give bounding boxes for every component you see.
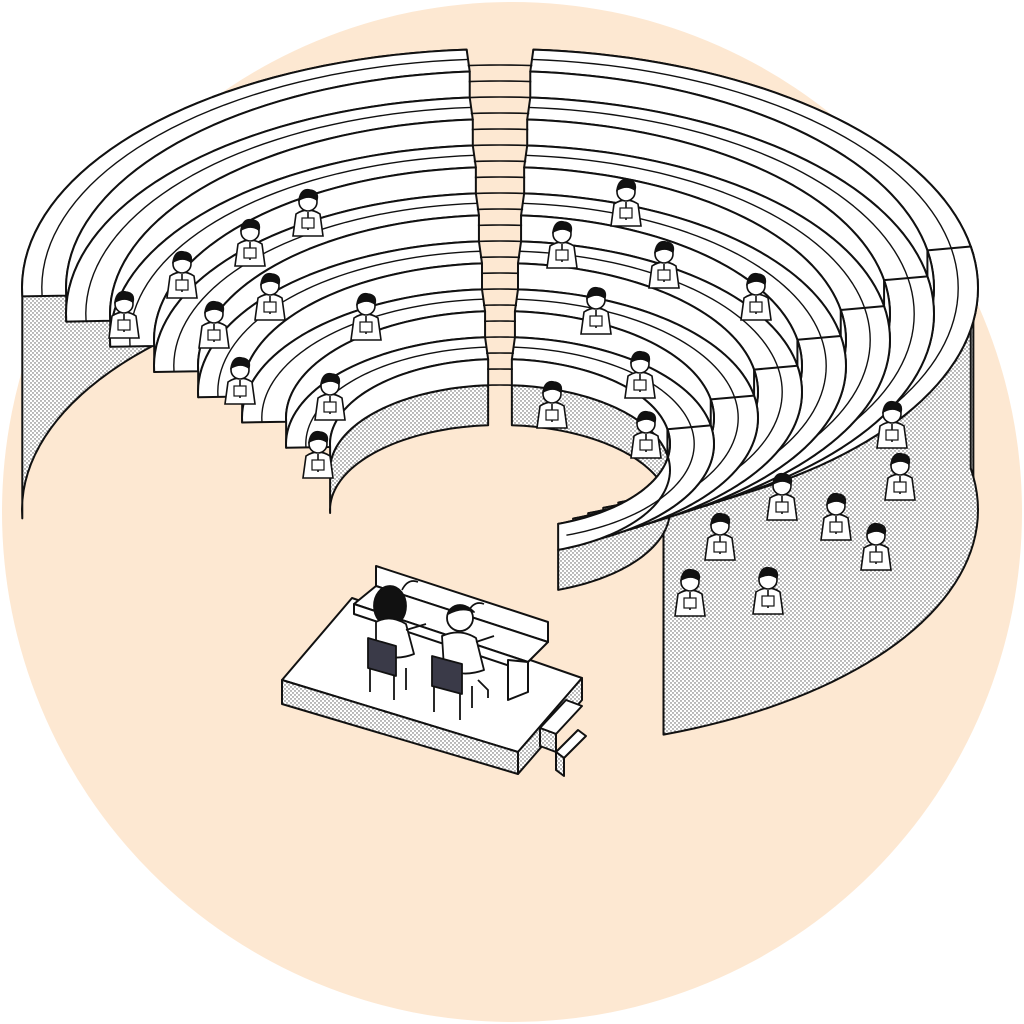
person-icon (224, 356, 256, 405)
person-icon (198, 300, 230, 349)
bench (525, 154, 868, 315)
bench (129, 154, 475, 347)
stage-step-2-front (555, 751, 565, 777)
person-icon (630, 410, 662, 459)
bench (217, 250, 481, 397)
stair-step (467, 64, 533, 67)
person-icon (292, 188, 324, 237)
bench (305, 346, 487, 448)
person-icon (884, 452, 916, 501)
chair-icon (431, 655, 473, 720)
tier-riser (557, 428, 671, 551)
person-icon (766, 472, 798, 521)
person-icon (624, 350, 656, 399)
chair-icon (367, 637, 407, 700)
back-right-seating-section (510, 48, 975, 500)
person-icon (350, 292, 382, 341)
person-icon (648, 240, 680, 289)
person-icon (820, 492, 852, 541)
bench (566, 426, 695, 536)
desk-side (507, 659, 529, 701)
stair-step (468, 80, 532, 83)
bench (41, 58, 469, 297)
bench (528, 106, 911, 286)
person-icon (752, 566, 784, 615)
person-icon (254, 272, 286, 321)
person-icon (546, 220, 578, 269)
person-icon (166, 250, 198, 299)
person-icon (860, 522, 892, 571)
person-icon (610, 178, 642, 227)
stair-step (470, 112, 530, 115)
person-icon (536, 380, 568, 429)
microphone (401, 580, 419, 591)
stair-step (469, 96, 531, 99)
bench (519, 250, 781, 373)
person-icon (580, 286, 612, 335)
presenters (367, 585, 495, 720)
audience (108, 178, 916, 617)
front-right-seating-section (557, 245, 979, 736)
bench (522, 202, 824, 344)
person-icon (108, 290, 140, 339)
person-icon (876, 400, 908, 449)
person-icon (704, 512, 736, 561)
bench (516, 298, 737, 402)
person-icon (314, 372, 346, 421)
bench (531, 58, 955, 257)
seating-tiers (21, 48, 979, 736)
person-icon (740, 272, 772, 321)
bench (85, 106, 472, 322)
center-aisle-stairs (467, 64, 533, 387)
person-icon (234, 218, 266, 267)
person-icon (674, 568, 706, 617)
person-icon (302, 430, 334, 479)
bench (261, 298, 484, 423)
left-seating-section (21, 48, 490, 520)
